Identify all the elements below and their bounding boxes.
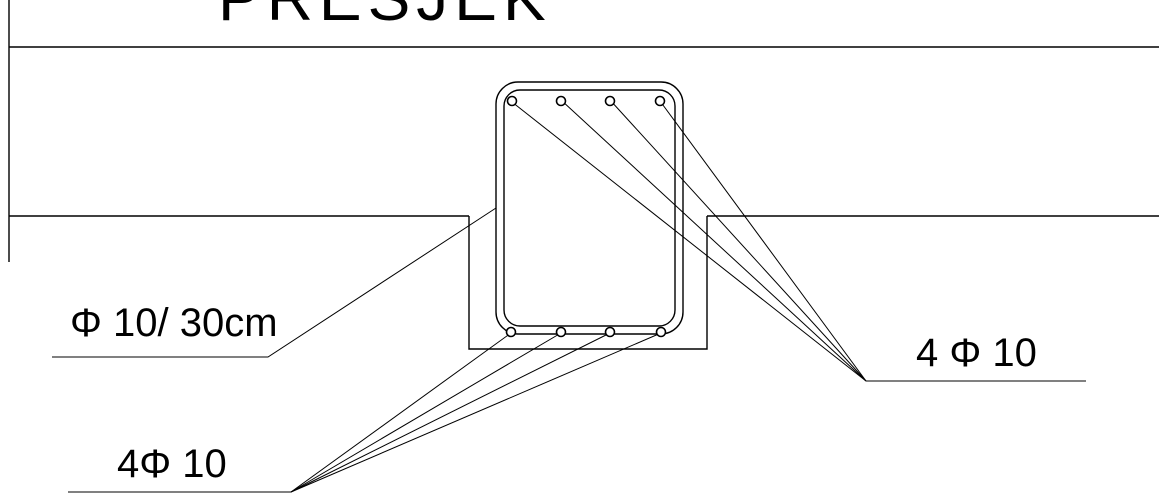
bottom-leader-1 bbox=[290, 332, 512, 493]
stirrup-inner bbox=[503, 89, 676, 327]
bottom-rebar-3 bbox=[604, 326, 616, 338]
stirrup-label: Φ 10/ 30cm bbox=[70, 301, 278, 345]
bottom-leader-3 bbox=[290, 332, 611, 493]
top-bars-label: 4 Φ 10 bbox=[916, 331, 1037, 375]
top-rebar-3 bbox=[604, 95, 616, 107]
top-leader-3 bbox=[609, 99, 867, 382]
top-rebar-4 bbox=[654, 95, 666, 107]
drawing-title: PRESJEK bbox=[218, 0, 552, 34]
stirrup-leader bbox=[52, 207, 497, 358]
bottom-leader-4 bbox=[290, 332, 662, 493]
bottom-bars bbox=[505, 326, 667, 338]
leaders bbox=[52, 99, 1086, 493]
stirrup bbox=[495, 81, 684, 335]
top-bars bbox=[506, 95, 666, 107]
bottom-rebar-1 bbox=[505, 326, 517, 338]
top-rebar-1 bbox=[506, 95, 518, 107]
bottom-rebar-4 bbox=[655, 326, 667, 338]
bottom-leader-2 bbox=[290, 332, 562, 493]
slab-outline bbox=[8, 0, 1159, 262]
top-rebar-2 bbox=[555, 95, 567, 107]
beam-web-outline bbox=[468, 216, 708, 350]
stirrup-outer bbox=[495, 81, 684, 335]
bottom-rebar-2 bbox=[555, 326, 567, 338]
top-leader-2 bbox=[560, 99, 867, 382]
top-leader-1 bbox=[511, 101, 867, 382]
top-leader-4 bbox=[659, 100, 867, 382]
bottom-bars-label: 4Φ 10 bbox=[117, 442, 227, 486]
